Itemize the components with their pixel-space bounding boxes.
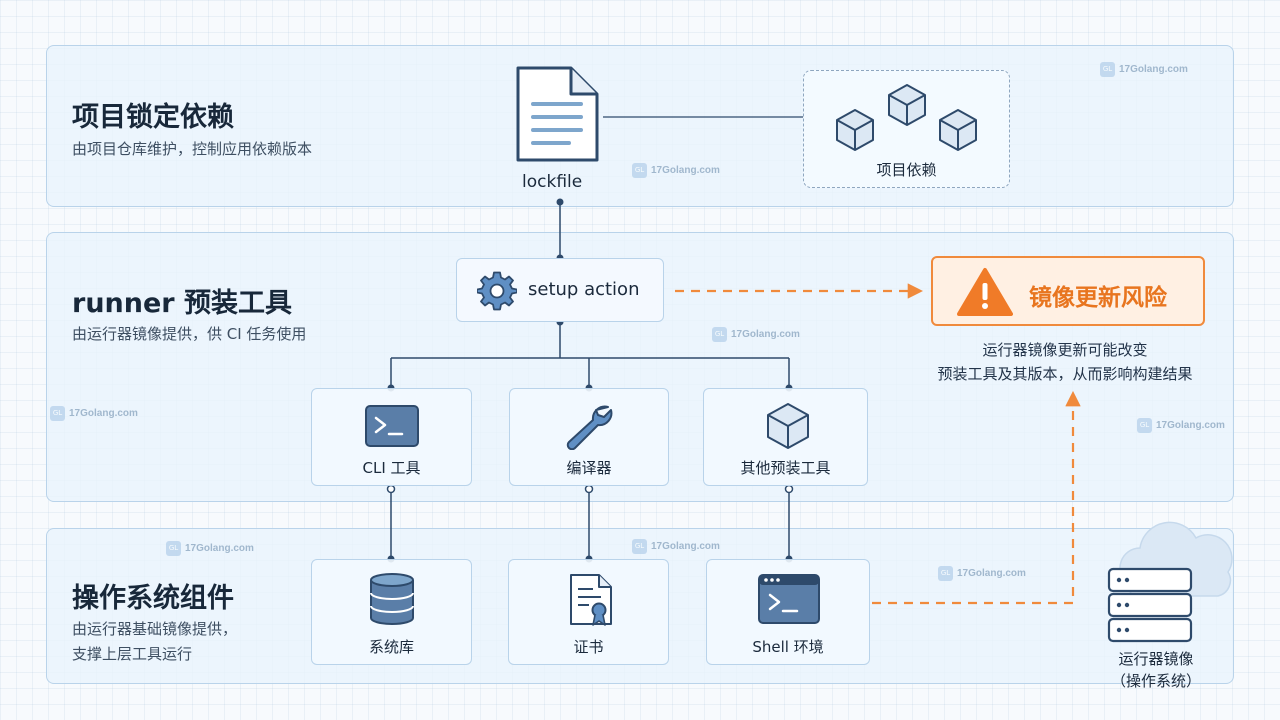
watermark-logo-icon: GL bbox=[1137, 418, 1152, 433]
terminal-icon bbox=[757, 573, 821, 625]
layer-desc-line: 由项目仓库维护，控制应用依赖版本 bbox=[72, 140, 313, 158]
watermark-logo-icon: GL bbox=[632, 163, 647, 178]
watermark: GL 17Golang.com bbox=[938, 566, 1026, 581]
watermark: GL 17Golang.com bbox=[712, 327, 800, 342]
os-system-lib-box: 系统库 bbox=[311, 559, 472, 665]
project-deps-box: 项目依赖 bbox=[803, 70, 1010, 188]
setup-action-box: setup action bbox=[456, 258, 664, 322]
wrench-icon bbox=[565, 402, 615, 450]
watermark: GL 17Golang.com bbox=[50, 406, 138, 421]
watermark-logo-icon: GL bbox=[50, 406, 65, 421]
server-cloud-icon bbox=[1100, 516, 1236, 646]
layer-project-locked-deps bbox=[46, 45, 1234, 207]
project-deps-label: 项目依赖 bbox=[876, 161, 937, 179]
watermark-logo-icon: GL bbox=[632, 539, 647, 554]
watermark: GL 17Golang.com bbox=[166, 541, 254, 556]
terminal-icon bbox=[364, 404, 420, 448]
database-icon bbox=[368, 572, 416, 626]
watermark-text: 17Golang.com bbox=[651, 541, 720, 552]
os-shell-label: Shell 环境 bbox=[752, 638, 824, 656]
layer-title-project-locked-deps: 项目锁定依赖 bbox=[72, 102, 234, 133]
layer-desc-runner-tools: 由运行器镜像提供，供 CI 任务使用 bbox=[72, 322, 306, 347]
watermark: GL 17Golang.com bbox=[1100, 62, 1188, 77]
lockfile-label: lockfile bbox=[522, 172, 583, 192]
image-update-risk-desc: 运行器镜像更新可能改变 预装工具及其版本，从而影响构建结果 bbox=[915, 338, 1215, 386]
risk-desc-line: 预装工具及其版本，从而影响构建结果 bbox=[937, 365, 1193, 383]
watermark: GL 17Golang.com bbox=[632, 163, 720, 178]
runner-image-label-line: 运行器镜像 bbox=[1118, 650, 1194, 668]
os-certificate-box: 证书 bbox=[508, 559, 669, 665]
layer-title-os-components: 操作系统组件 bbox=[72, 583, 234, 614]
layer-desc-project-locked-deps: 由项目仓库维护，控制应用依赖版本 bbox=[72, 137, 312, 162]
document-icon bbox=[513, 64, 603, 164]
os-system-lib-label: 系统库 bbox=[368, 638, 414, 656]
tool-compiler-label: 编译器 bbox=[566, 459, 612, 477]
tool-other-label: 其他预装工具 bbox=[740, 459, 831, 477]
watermark-text: 17Golang.com bbox=[957, 568, 1026, 579]
watermark: GL 17Golang.com bbox=[1137, 418, 1225, 433]
layer-desc-line: 由运行器基础镜像提供， bbox=[72, 620, 238, 638]
layer-desc-line: 由运行器镜像提供，供 CI 任务使用 bbox=[72, 325, 307, 343]
watermark-text: 17Golang.com bbox=[185, 543, 254, 554]
cube-icon bbox=[765, 402, 811, 450]
layer-title-runner-tools: runner 预装工具 bbox=[72, 288, 293, 319]
tool-compiler-box: 编译器 bbox=[509, 388, 669, 486]
layer-desc-os-components: 由运行器基础镜像提供， 支撑上层工具运行 bbox=[72, 617, 237, 667]
watermark-logo-icon: GL bbox=[166, 541, 181, 556]
image-update-risk-title: 镜像更新风险 bbox=[1029, 285, 1167, 311]
runner-image-label: 运行器镜像 （操作系统） bbox=[1100, 648, 1212, 692]
os-certificate-label: 证书 bbox=[573, 638, 604, 656]
watermark-text: 17Golang.com bbox=[1119, 64, 1188, 75]
warning-icon bbox=[957, 267, 1013, 317]
watermark: GL 17Golang.com bbox=[632, 539, 720, 554]
layer-desc-line: 支撑上层工具运行 bbox=[72, 645, 193, 663]
watermark-logo-icon: GL bbox=[712, 327, 727, 342]
setup-action-label: setup action bbox=[528, 279, 640, 300]
tool-cli-label: CLI 工具 bbox=[362, 459, 421, 477]
risk-desc-line: 运行器镜像更新可能改变 bbox=[982, 341, 1148, 359]
watermark-text: 17Golang.com bbox=[1156, 420, 1225, 431]
watermark-text: 17Golang.com bbox=[69, 408, 138, 419]
watermark-logo-icon: GL bbox=[1100, 62, 1115, 77]
image-update-risk-box: 镜像更新风险 bbox=[931, 256, 1205, 326]
watermark-text: 17Golang.com bbox=[731, 329, 800, 340]
certificate-icon bbox=[567, 572, 615, 628]
os-shell-box: Shell 环境 bbox=[706, 559, 870, 665]
tool-other-box: 其他预装工具 bbox=[703, 388, 868, 486]
cube-icon bbox=[834, 83, 984, 153]
runner-image-label-line: （操作系统） bbox=[1110, 672, 1201, 690]
watermark-logo-icon: GL bbox=[938, 566, 953, 581]
watermark-text: 17Golang.com bbox=[651, 165, 720, 176]
tool-cli-box: CLI 工具 bbox=[311, 388, 472, 486]
gear-icon bbox=[477, 271, 517, 311]
